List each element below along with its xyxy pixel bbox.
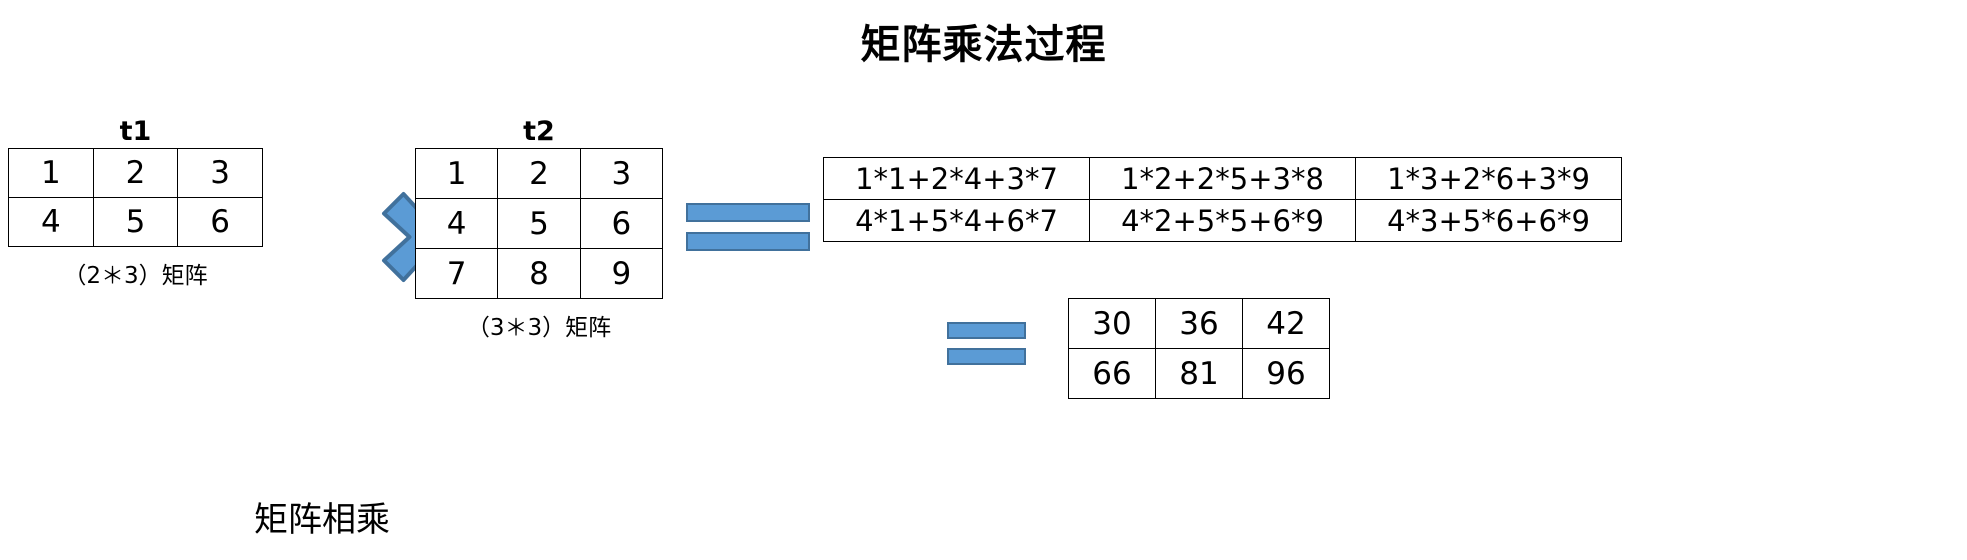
matrix-t2-cell-1-1: 5 <box>497 198 581 250</box>
equals-icon <box>686 203 810 251</box>
equals-bar-upper <box>686 203 810 222</box>
matrix-t1-label: t1 <box>119 116 152 147</box>
matrix-t1-caption: （2＊3）矩阵 <box>63 263 208 290</box>
matrix-t1-cell-1-2: 6 <box>177 197 263 248</box>
expansion-matrix-block: 1*1+2*4+3*7 1*2+2*5+3*8 1*3+2*6+3*9 4*1+… <box>823 157 1622 242</box>
result-matrix-block: 30 36 42 66 81 96 <box>1068 298 1330 399</box>
matrix-t2-cell-0-0: 1 <box>414 148 499 200</box>
matrix-t1-table: 1 2 3 4 5 6 <box>8 148 263 248</box>
table-row: 66 81 96 <box>1068 348 1330 399</box>
page-title: 矩阵乘法过程 <box>860 22 1107 68</box>
table-row: 30 36 42 <box>1068 298 1330 349</box>
result-cell-1-1: 81 <box>1155 348 1243 399</box>
result-cell-0-1: 36 <box>1155 298 1243 349</box>
table-row: 1 2 3 <box>414 148 664 200</box>
matrix-t2-cell-2-2: 9 <box>579 248 664 300</box>
matrix-t2-cell-1-2: 6 <box>579 198 664 250</box>
matrix-t2-label: t2 <box>523 116 555 147</box>
matrix-t2-cell-0-2: 3 <box>579 148 664 200</box>
matrix-t1-cell-0-0: 1 <box>8 148 94 199</box>
equals-bar-lower <box>686 232 810 251</box>
table-row: 4 5 6 <box>414 198 664 250</box>
matrix-t2-cell-1-0: 4 <box>414 198 499 250</box>
table-row: 4*1+5*4+6*7 4*2+5*5+6*9 4*3+5*6+6*9 <box>823 199 1622 242</box>
expansion-cell-1-1: 4*2+5*5+6*9 <box>1089 199 1356 242</box>
table-row: 1 2 3 <box>8 148 263 199</box>
table-row: 1*1+2*4+3*7 1*2+2*5+3*8 1*3+2*6+3*9 <box>823 157 1622 200</box>
equals-bar-upper <box>947 322 1026 339</box>
expansion-cell-0-0: 1*1+2*4+3*7 <box>823 157 1090 200</box>
matrix-t2-table: 1 2 3 4 5 6 7 8 9 <box>414 148 664 300</box>
result-cell-1-0: 66 <box>1068 348 1156 399</box>
matrix-t2-block: t2 1 2 3 4 5 6 7 8 9 （3＊3）矩阵 <box>414 116 664 342</box>
matrix-t2-cell-2-1: 8 <box>497 248 581 300</box>
equals-icon <box>947 322 1026 365</box>
bottom-caption: 矩阵相乘 <box>254 500 390 540</box>
table-row: 4 5 6 <box>8 197 263 248</box>
result-matrix-table: 30 36 42 66 81 96 <box>1068 298 1330 399</box>
matrix-t1-cell-0-2: 3 <box>177 148 263 199</box>
expansion-cell-0-1: 1*2+2*5+3*8 <box>1089 157 1356 200</box>
expansion-cell-0-2: 1*3+2*6+3*9 <box>1355 157 1622 200</box>
expansion-cell-1-0: 4*1+5*4+6*7 <box>823 199 1090 242</box>
matrix-t2-caption: （3＊3）矩阵 <box>466 315 612 342</box>
equals-bar-lower <box>947 348 1026 365</box>
matrix-t1-block: t1 1 2 3 4 5 6 （2＊3）矩阵 <box>8 116 263 290</box>
matrix-t2-cell-2-0: 7 <box>414 248 499 300</box>
result-cell-1-2: 96 <box>1242 348 1330 399</box>
matrix-t1-cell-0-1: 2 <box>92 148 179 199</box>
result-cell-0-0: 30 <box>1068 298 1156 349</box>
expansion-cell-1-2: 4*3+5*6+6*9 <box>1355 199 1622 242</box>
matrix-t2-cell-0-1: 2 <box>497 148 581 200</box>
table-row: 7 8 9 <box>414 248 664 300</box>
matrix-t1-cell-1-0: 4 <box>8 197 94 248</box>
result-cell-0-2: 42 <box>1242 298 1330 349</box>
expansion-matrix-table: 1*1+2*4+3*7 1*2+2*5+3*8 1*3+2*6+3*9 4*1+… <box>823 157 1622 242</box>
matrix-t1-cell-1-1: 5 <box>92 197 179 248</box>
